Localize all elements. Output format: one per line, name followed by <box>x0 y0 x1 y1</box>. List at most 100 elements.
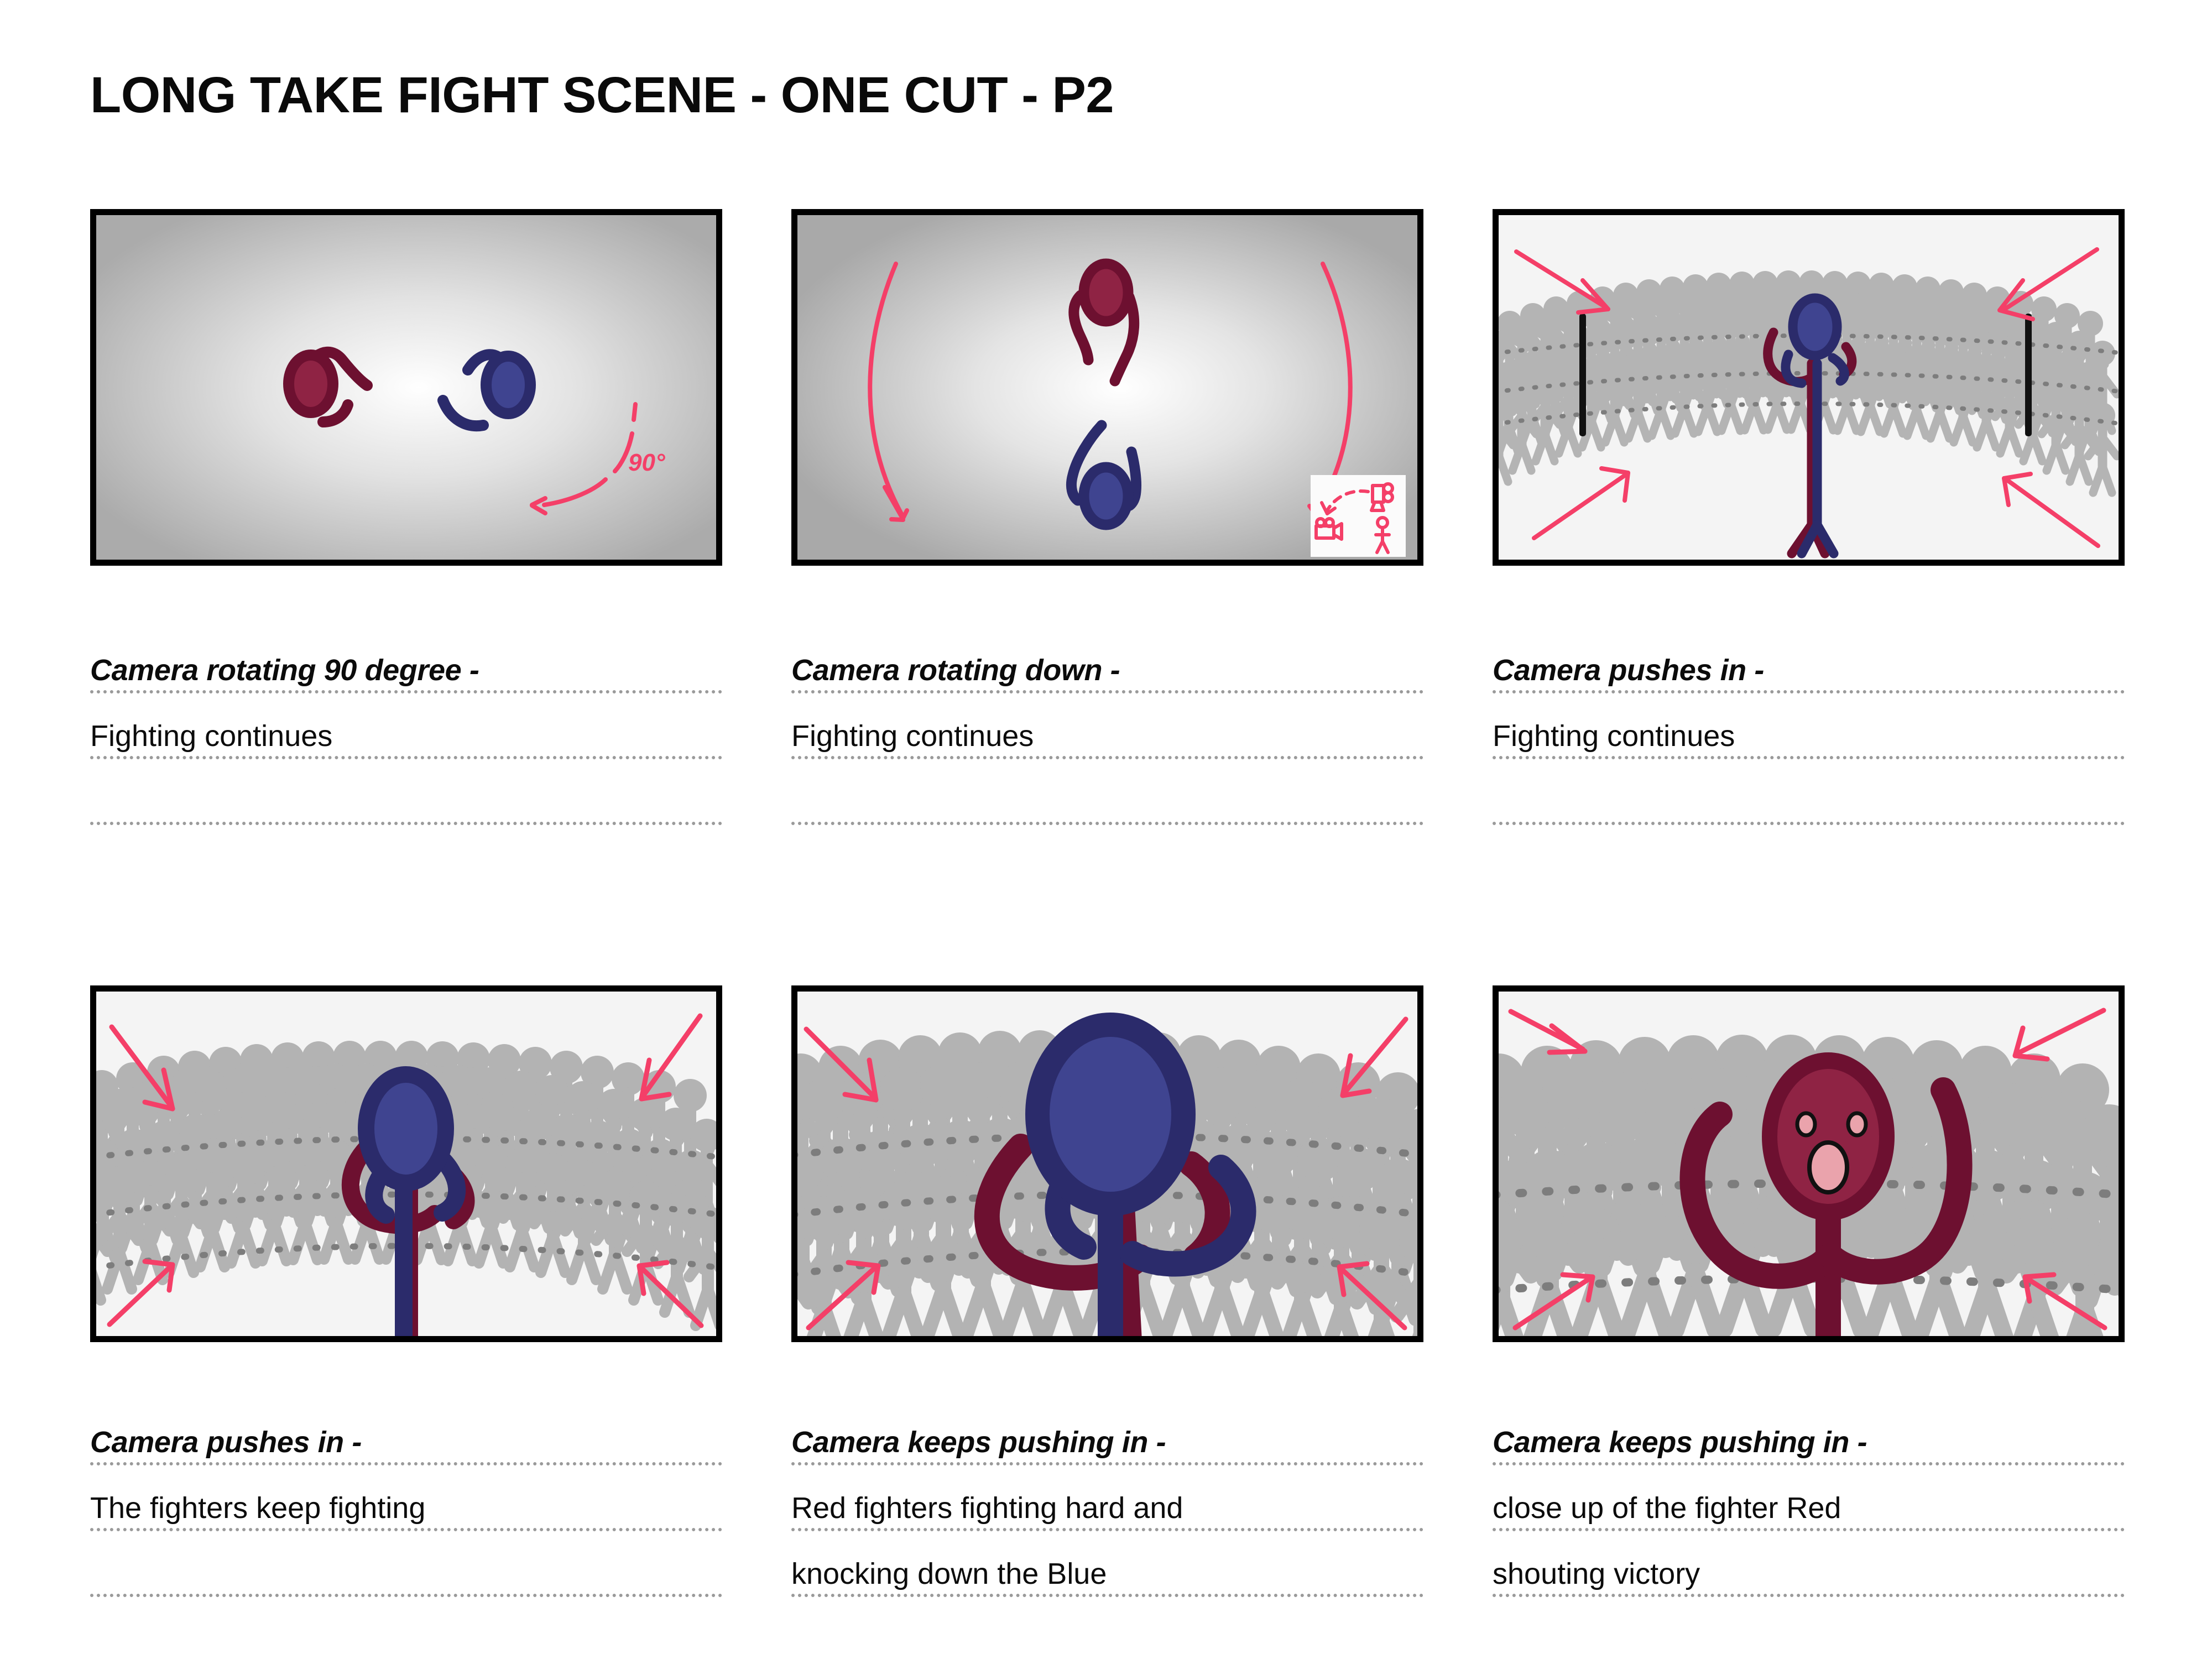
caption-block-3: Camera pushes in - Fighting continues <box>1493 628 2125 825</box>
caption-body-line-2: Fighting continues <box>791 693 1423 759</box>
arrow-in-bottom-left <box>1532 466 1630 540</box>
caption-head-5: Camera keeps pushing in - <box>791 1425 1166 1459</box>
caption-body-6: close up of the fighter Red <box>1493 1491 1841 1525</box>
fighter-blue-head <box>481 351 536 419</box>
stick-figure-icon <box>1374 516 1391 554</box>
arrow-in-top-right <box>1997 247 2099 321</box>
panel-artwork-4 <box>96 992 716 1336</box>
dashed-move-arrow <box>1326 489 1370 512</box>
caption-body-line-1: Fighting continues <box>90 693 722 759</box>
storyboard-cell-2: Camera rotating down - Fighting continue… <box>791 209 1423 825</box>
caption-extra-line-1 <box>90 759 722 825</box>
left-black-post <box>1579 314 1586 436</box>
caption-extra-6: shouting victory <box>1493 1557 1700 1590</box>
arrow-in-top-left <box>1508 1009 1588 1055</box>
camera-move-inset <box>1311 475 1406 557</box>
panel-frame-2[interactable] <box>791 209 1423 566</box>
fighter-blue-head <box>1025 1013 1196 1216</box>
caption-head-line-6: Camera keeps pushing in - <box>1493 1400 2125 1465</box>
fighter-blue-head <box>358 1066 454 1191</box>
storyboard-cell-1: 90° Camera rotating 90 degree - Fighting… <box>90 209 722 825</box>
panel-artwork-2 <box>797 215 1417 560</box>
pushin-arrows <box>1514 247 2100 548</box>
caption-extra-line-3 <box>1493 759 2125 825</box>
caption-block-4: Camera pushes in - The fighters keep fig… <box>90 1400 722 1597</box>
storyboard-row-1: 90° Camera rotating 90 degree - Fighting… <box>90 209 2125 825</box>
sweep-arrow-left <box>868 262 909 522</box>
caption-body-line-5: Red fighters fighting hard and <box>791 1465 1423 1531</box>
fighter-red-arm-left <box>1679 1102 1841 1289</box>
fighter-blue-head <box>1078 462 1134 530</box>
storyboard-cell-3: Camera pushes in - Fighting continues <box>1493 209 2125 825</box>
panel-frame-4[interactable] <box>90 985 722 1342</box>
panel-frame-3[interactable] <box>1493 209 2125 566</box>
arrow-in-bottom-right <box>2022 1272 2107 1331</box>
fighter-red-arm-right <box>1818 1077 1973 1285</box>
panel-artwork-6 <box>1499 992 2119 1336</box>
caption-head-3: Camera pushes in - <box>1493 653 1764 687</box>
fighter-red-eye-right <box>1846 1111 1868 1138</box>
fighter-red-eye-left <box>1795 1111 1817 1138</box>
panel-grid: 90° Camera rotating 90 degree - Fighting… <box>90 209 2125 1597</box>
fighter-pair-center <box>974 1013 1256 1336</box>
fighter-red-closeup <box>1679 1052 1973 1336</box>
caption-extra-line-6: shouting victory <box>1493 1531 2125 1597</box>
arrow-in-top-right <box>639 1013 703 1102</box>
caption-head-line-4: Camera pushes in - <box>90 1400 722 1465</box>
arrow-in-bottom-right <box>1337 1261 1407 1331</box>
page-title: LONG TAKE FIGHT SCENE - ONE CUT - P2 <box>90 67 1114 123</box>
fighter-red-head <box>283 349 338 418</box>
fighter-red-standing <box>1763 327 1857 559</box>
fighter-pair-center <box>341 1066 475 1336</box>
inset-background <box>1311 475 1406 557</box>
fighter-blue-head <box>1788 293 1842 361</box>
caption-body-line-4: The fighters keep fighting <box>90 1465 722 1531</box>
arrow-in-top-left <box>1514 249 1610 315</box>
angle-label-90: 90° <box>628 449 665 476</box>
arrow-in-bottom-right <box>2002 472 2100 548</box>
arrow-in-bottom-right <box>637 1260 704 1328</box>
fighter-red-head <box>1078 258 1134 327</box>
arrow-in-top-right <box>1340 1016 1408 1098</box>
panel-frame-1[interactable]: 90° <box>90 209 722 566</box>
arrow-in-top-left <box>109 1024 175 1112</box>
caption-head-line-3: Camera pushes in - <box>1493 628 2125 693</box>
caption-head-line-5: Camera keeps pushing in - <box>791 1400 1423 1465</box>
storyboard-cell-4: Camera pushes in - The fighters keep fig… <box>90 985 722 1597</box>
pushin-arrows <box>804 1016 1408 1331</box>
caption-extra-line-2 <box>791 759 1423 825</box>
arrow-in-bottom-left <box>1512 1272 1595 1331</box>
camera-low-icon <box>1314 517 1343 541</box>
caption-body-3: Fighting continues <box>1493 719 1735 753</box>
pushin-arrows <box>107 1013 704 1328</box>
fighter-pair-center <box>1763 293 1857 559</box>
caption-block-6: Camera keeps pushing in - close up of th… <box>1493 1400 2125 1597</box>
storyboard-cell-5: Camera keeps pushing in - Red fighters f… <box>791 985 1423 1597</box>
panel-frame-6[interactable] <box>1493 985 2125 1342</box>
caption-body-line-3: Fighting continues <box>1493 693 2125 759</box>
caption-head-1: Camera rotating 90 degree - <box>90 653 479 687</box>
arrow-in-top-right <box>2012 1008 2106 1062</box>
caption-block-1: Camera rotating 90 degree - Fighting con… <box>90 628 722 825</box>
pushin-arrows <box>1508 1008 2107 1331</box>
panel-background <box>96 215 716 560</box>
caption-extra-line-4 <box>90 1531 722 1597</box>
caption-extra-line-5: knocking down the Blue <box>791 1531 1423 1597</box>
fighter-red-head-inner <box>1777 1069 1879 1204</box>
panel-artwork-3 <box>1499 215 2119 560</box>
fighter-red-topdown <box>1068 290 1140 387</box>
rotation-annotation-90 <box>530 402 638 515</box>
caption-block-2: Camera rotating down - Fighting continue… <box>791 628 1423 825</box>
caption-body-5: Red fighters fighting hard and <box>791 1491 1183 1525</box>
arrow-in-top-left <box>804 1026 879 1103</box>
right-black-post <box>2025 314 2032 436</box>
dashed-crowd-rows <box>96 1135 716 1271</box>
caption-body-line-6: close up of the fighter Red <box>1493 1465 2125 1531</box>
caption-body-2: Fighting continues <box>791 719 1034 753</box>
panel-frame-5[interactable] <box>791 985 1423 1342</box>
arrow-in-bottom-left <box>107 1259 175 1327</box>
fighter-blue-standing <box>1781 349 1849 559</box>
caption-head-6: Camera keeps pushing in - <box>1493 1425 1867 1459</box>
caption-head-4: Camera pushes in - <box>90 1425 362 1459</box>
